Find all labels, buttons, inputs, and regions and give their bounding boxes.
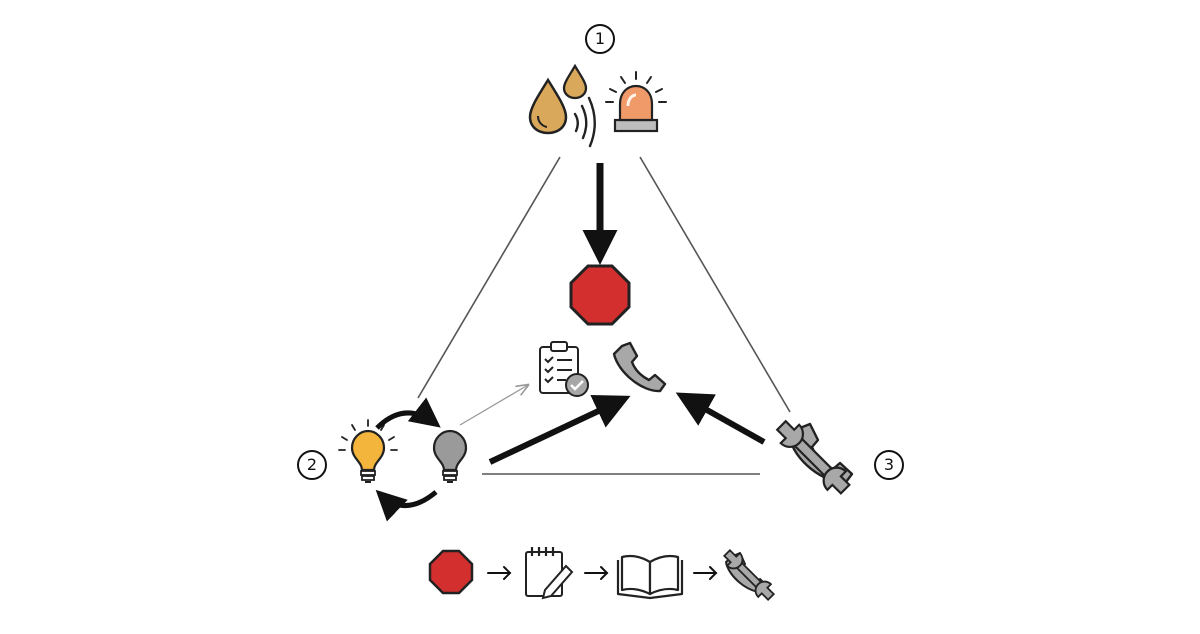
checklist-clipboard-icon [539, 341, 589, 397]
corner-marker-3: 3 [874, 450, 904, 480]
phone-icon [612, 341, 667, 393]
alarm-siren-icon [605, 71, 667, 133]
open-book-icon [616, 554, 684, 600]
flow-stop-sign-icon [428, 549, 474, 595]
lit-bulb-icon [338, 419, 398, 483]
flow-phone-wrench-icon [722, 548, 776, 602]
stop-sign-icon [569, 264, 631, 326]
phone-wrench-icon [775, 419, 854, 495]
arrow-bulb-to-checklist [459, 385, 528, 426]
notepad-pencil-icon [525, 547, 574, 600]
flow-arrow-1 [487, 566, 512, 580]
water-drops-icon [528, 63, 588, 135]
flow-arrow-2 [584, 566, 609, 580]
sensor-waves-icon [573, 96, 596, 148]
edge-top-left [417, 156, 561, 399]
corner-marker-2: 2 [297, 450, 327, 480]
flow-arrow-3 [693, 566, 718, 580]
arrow-bulb-to-phone [488, 394, 631, 465]
cycle-arrows-icon [375, 397, 441, 522]
edge-top-right [639, 156, 791, 413]
arrow-repair-to-phone [675, 392, 766, 445]
corner-marker-1: 1 [585, 24, 615, 54]
unlit-bulb-icon [432, 429, 468, 483]
